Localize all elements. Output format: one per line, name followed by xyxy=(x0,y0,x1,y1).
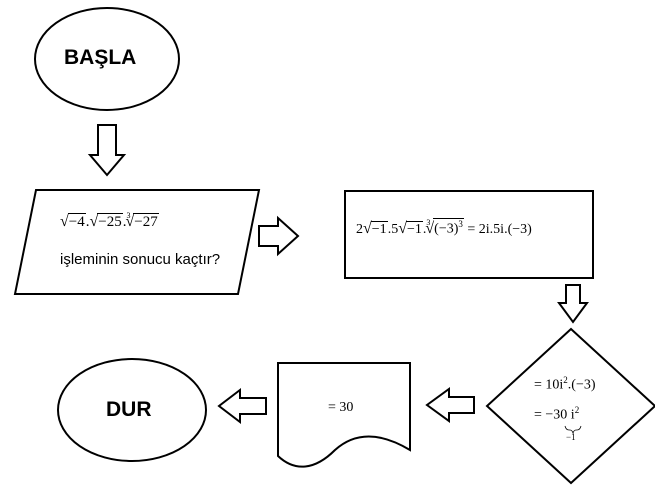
step1-coef: 2 xyxy=(356,222,363,237)
start-terminal xyxy=(34,7,180,111)
step2-under-brace-label: −1 xyxy=(566,432,576,442)
step1-root-1: −1 xyxy=(370,221,388,237)
step1-expression: 2√−1.5√−1.3√(−3)3 = 2i.5i.(−3) xyxy=(356,218,532,237)
end-terminal xyxy=(57,358,207,462)
question-input-box xyxy=(13,189,261,295)
question-expression: √−4.√−25.3√−27 xyxy=(60,211,159,230)
step2-line1: = 10i2.(−3) xyxy=(534,375,596,394)
step1-root-2: −1 xyxy=(405,221,423,237)
end-label: DUR xyxy=(106,398,152,421)
step1-root-3: (−3) xyxy=(434,222,459,237)
step2-line2: = −30 i2 xyxy=(534,405,579,424)
start-label: BAŞLA xyxy=(64,46,137,69)
arrow-down-1 xyxy=(87,124,127,177)
arrow-right-1 xyxy=(258,215,300,257)
step2-line1-text: = 10i xyxy=(534,377,564,393)
result-document-box xyxy=(277,362,411,468)
step1-process-box xyxy=(344,190,594,279)
arrow-down-2 xyxy=(557,284,589,324)
step1-root-3-exp: 3 xyxy=(458,219,463,230)
step2-decision-box xyxy=(485,327,655,485)
step1-rhs: = 2i.5i.(−3) xyxy=(467,222,532,237)
arrow-left-1 xyxy=(425,387,475,423)
question-root-index: 3 xyxy=(126,211,131,220)
step1-root-index: 3 xyxy=(426,218,431,227)
question-root-2: −25 xyxy=(97,213,123,230)
result-label: = 30 xyxy=(328,400,354,415)
question-root-1: −4 xyxy=(67,213,86,230)
step1-mid: .5 xyxy=(387,222,399,237)
step2-line2-text: = −30 i xyxy=(534,407,575,423)
question-root-3: −27 xyxy=(133,213,159,230)
underbrace xyxy=(564,425,582,435)
question-text: işleminin sonucu kaçtır? xyxy=(60,251,221,268)
step2-line2-exp: 2 xyxy=(574,405,580,415)
arrow-left-2 xyxy=(217,387,267,425)
step2-line1-tail: .(−3) xyxy=(567,377,596,393)
step2-line1-exp: 2 xyxy=(563,375,568,385)
